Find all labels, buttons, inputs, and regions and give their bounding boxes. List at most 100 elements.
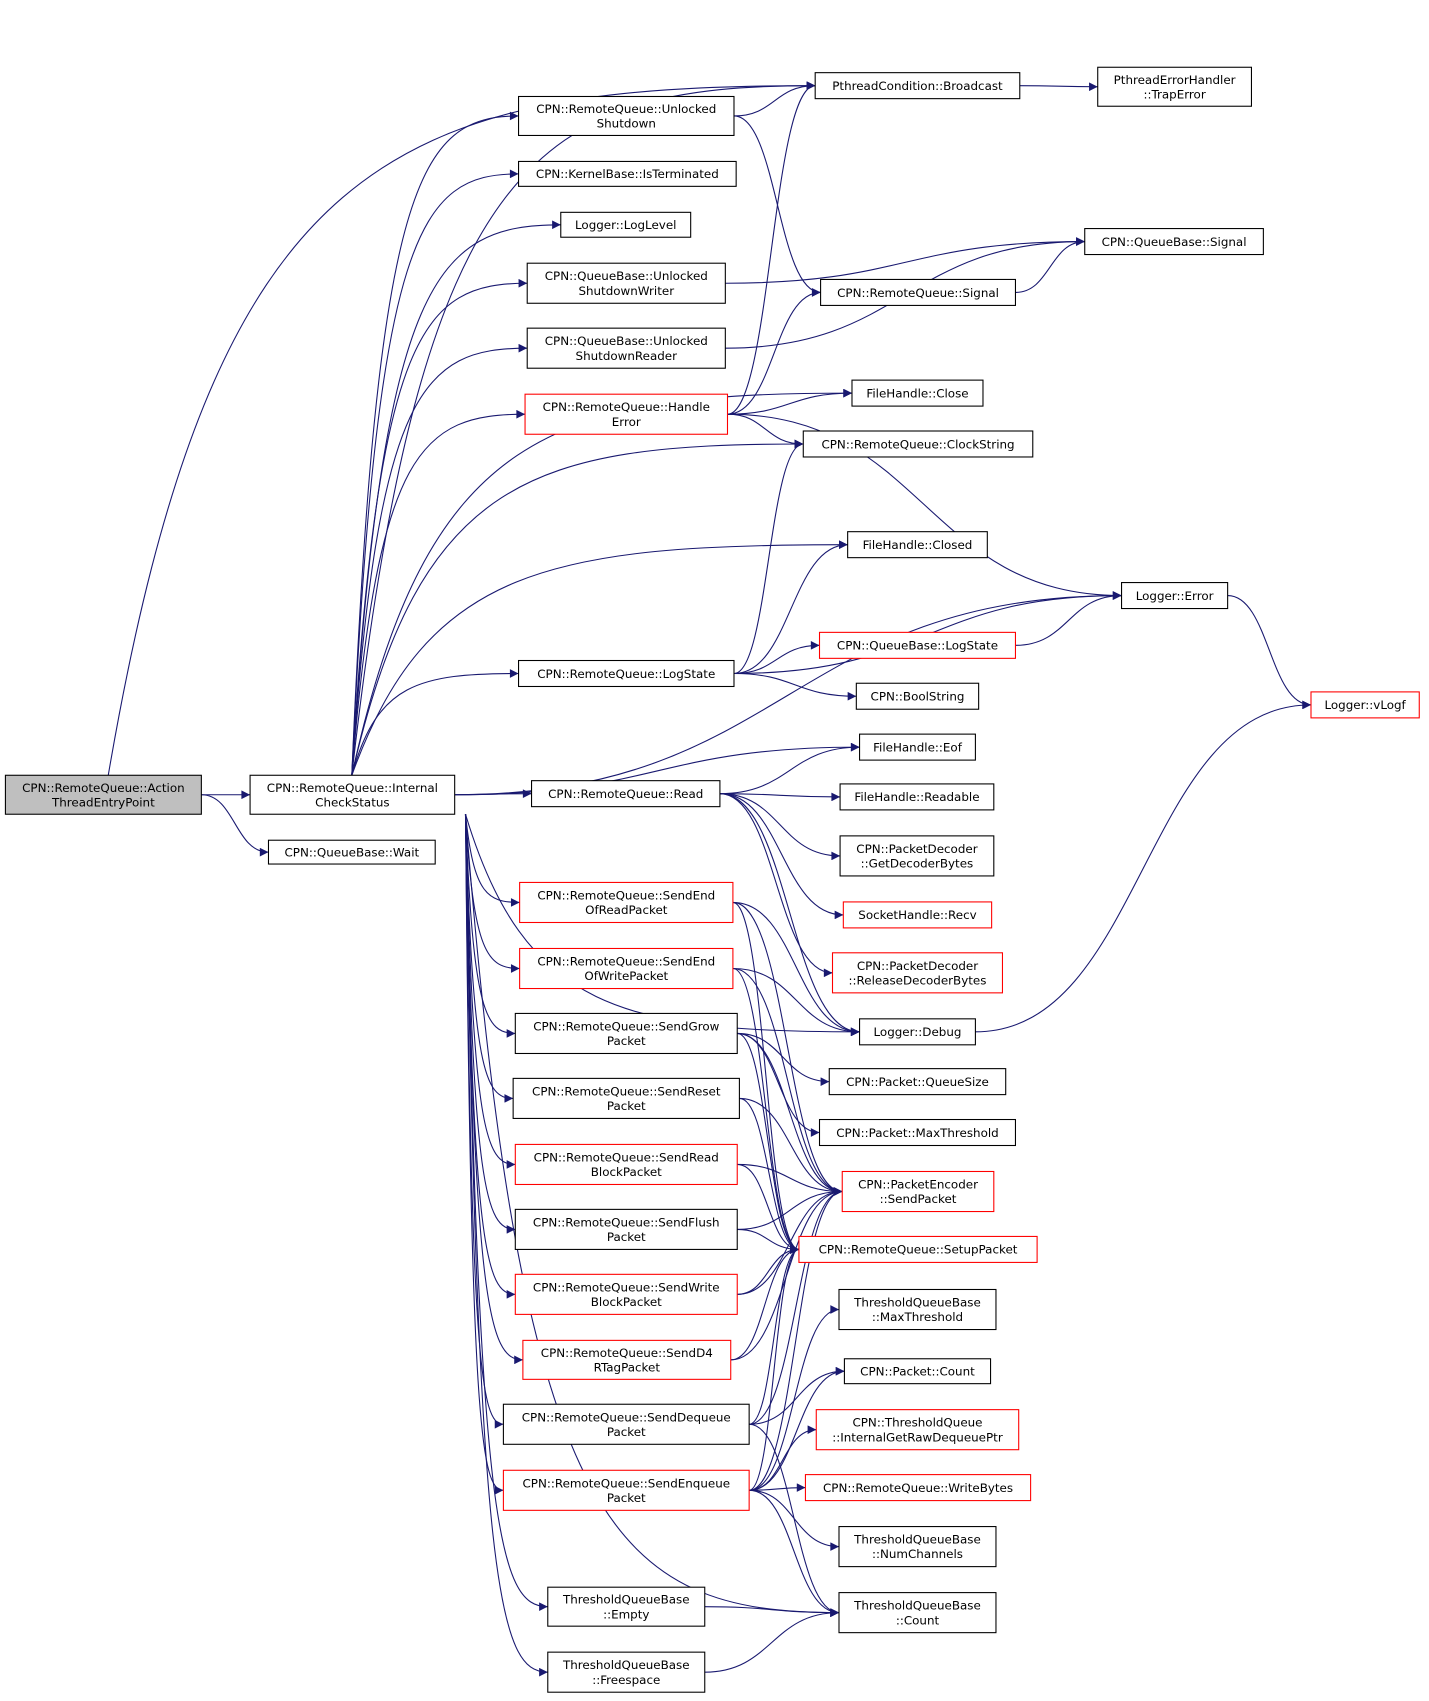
node-box <box>831 952 1004 994</box>
node-write-bytes[interactable]: CPN::RemoteQueue::WriteBytes <box>804 1474 1032 1502</box>
node-label: CPN::RemoteQueue::Unlocked <box>536 102 716 116</box>
node-box <box>560 211 692 238</box>
node-is-terminated[interactable]: CPN::KernelBase::IsTerminated <box>518 160 737 187</box>
node-box <box>1084 228 1264 256</box>
node-qblog-state[interactable]: CPN::QueueBase::LogState <box>818 631 1016 659</box>
node-label: CPN::PacketEncoder <box>858 1178 978 1192</box>
node-freespace[interactable]: ThresholdQueueBase::Freespace <box>547 1651 706 1693</box>
edge-b-to-usw <box>351 278 528 776</box>
node-internal-get-raw[interactable]: CPN::ThresholdQueue::InternalGetRawDeque… <box>815 1409 1020 1451</box>
node-label: CPN::RemoteQueue::SendDequeue <box>522 1410 731 1424</box>
node-box <box>818 631 1016 659</box>
node-qbsignal[interactable]: CPN::QueueBase::Signal <box>1084 228 1264 256</box>
node-label: FileHandle::Close <box>866 386 968 400</box>
node-box <box>841 1170 995 1213</box>
node-max-threshold[interactable]: CPN::Packet::MaxThreshold <box>818 1118 1016 1147</box>
node-packet-count[interactable]: CPN::Packet::Count <box>843 1358 992 1385</box>
node-label: PthreadErrorHandler <box>1114 73 1236 87</box>
node-release-decoder-bytes[interactable]: CPN::PacketDecoder::ReleaseDecoderBytes <box>831 952 1004 994</box>
node-log-level[interactable]: Logger::LogLevel <box>560 211 692 238</box>
edge-b-to-fhclosed <box>351 540 848 776</box>
node-label: CPN::RemoteQueue::Signal <box>837 286 999 300</box>
node-label: CPN::Packet::Count <box>860 1365 975 1379</box>
node-label: CPN::Packet::MaxThreshold <box>836 1126 998 1140</box>
node-bool-string[interactable]: CPN::BoolString <box>855 682 980 710</box>
node-setup-packet[interactable]: CPN::RemoteQueue::SetupPacket <box>798 1235 1038 1263</box>
edge-send-d4-r-to-setup-packet <box>730 1245 799 1361</box>
edge-b-to-logger-error <box>454 591 1122 796</box>
node-rqsignal[interactable]: CPN::RemoteQueue::Signal <box>820 278 1016 306</box>
node-label: CPN::RemoteQueue::SendReset <box>532 1084 721 1098</box>
edge-send-enqueue-to-setup-packet <box>748 1245 800 1491</box>
node-recv[interactable]: SocketHandle::Recv <box>842 901 993 929</box>
node-box <box>519 881 734 924</box>
node-label: ::TrapError <box>1143 87 1205 101</box>
node-empty[interactable]: ThresholdQueueBase::Empty <box>547 1586 706 1627</box>
node-box <box>514 1143 738 1186</box>
node-w[interactable]: CPN::QueueBase::Wait <box>267 839 436 865</box>
node-label: Logger::Debug <box>874 1025 962 1039</box>
node-box <box>855 682 980 710</box>
node-fhclose[interactable]: FileHandle::Close <box>851 379 984 407</box>
edge-handle-error-to-logger-error <box>727 413 1122 600</box>
edge-read-to-eof <box>719 742 860 795</box>
node-label: CPN::QueueBase::Unlocked <box>545 334 708 348</box>
node-eof[interactable]: FileHandle::Eof <box>859 733 976 761</box>
node-label: CPN::RemoteQueue::Read <box>548 787 703 801</box>
edge-b-to-send-reset <box>464 814 514 1103</box>
node-label: CPN::RemoteQueue::SendFlush <box>533 1215 720 1229</box>
node-tqbcount[interactable]: ThresholdQueueBase::Count <box>838 1592 997 1634</box>
node-v-logf[interactable]: Logger::vLogf <box>1310 691 1420 719</box>
node-logger-error[interactable]: Logger::Error <box>1121 582 1229 610</box>
node-log-state[interactable]: CPN::RemoteQueue::LogState <box>518 659 735 688</box>
edge-freespace-to-tqbcount <box>704 1608 839 1673</box>
node-label: CheckStatus <box>315 795 389 809</box>
node-label: ::InternalGetRawDequeuePtr <box>832 1430 1003 1444</box>
edge-b-to-handle-error <box>351 409 526 776</box>
edge-read-to-get-decoder-bytes <box>719 793 841 861</box>
node-send-packet[interactable]: CPN::PacketEncoder::SendPacket <box>841 1170 995 1213</box>
node-broadcast[interactable]: PthreadCondition::Broadcast <box>814 72 1021 100</box>
node-readable[interactable]: FileHandle::Readable <box>839 783 995 811</box>
node-trap-error[interactable]: PthreadErrorHandler::TrapError <box>1097 66 1252 107</box>
node-box <box>859 733 976 761</box>
node-label: ThreadEntryPoint <box>51 795 155 809</box>
node-box <box>798 1235 1038 1263</box>
edge-send-write-block-to-setup-packet <box>737 1245 799 1295</box>
node-fhclosed[interactable]: FileHandle::Closed <box>847 531 988 559</box>
node-queue-size[interactable]: CPN::Packet::QueueSize <box>828 1068 1007 1096</box>
node-label: CPN::RemoteQueue::ClockString <box>821 437 1014 451</box>
node-label: BlockPacket <box>591 1295 662 1309</box>
edge-handle-error-to-clock-string <box>727 413 804 449</box>
node-label: CPN::RemoteQueue::WriteBytes <box>823 1481 1013 1495</box>
node-debug[interactable]: Logger::Debug <box>859 1018 976 1046</box>
node-read[interactable]: CPN::RemoteQueue::Read <box>531 780 721 808</box>
node-label: CPN::QueueBase::Signal <box>1102 235 1247 249</box>
node-box <box>524 393 729 435</box>
node-clock-string[interactable]: CPN::RemoteQueue::ClockString <box>802 430 1034 458</box>
node-label: Logger::LogLevel <box>575 218 676 232</box>
node-tqbmax-threshold[interactable]: ThresholdQueueBase::MaxThreshold <box>838 1288 997 1331</box>
node-get-decoder-bytes[interactable]: CPN::PacketDecoder::GetDecoderBytes <box>839 835 995 877</box>
node-num-channels[interactable]: ThresholdQueueBase::NumChannels <box>838 1526 997 1568</box>
edge-empty-to-tqbcount <box>704 1606 839 1617</box>
edge-b-to-empty <box>464 814 548 1611</box>
edge-send-grow-to-send-packet <box>737 1032 843 1196</box>
